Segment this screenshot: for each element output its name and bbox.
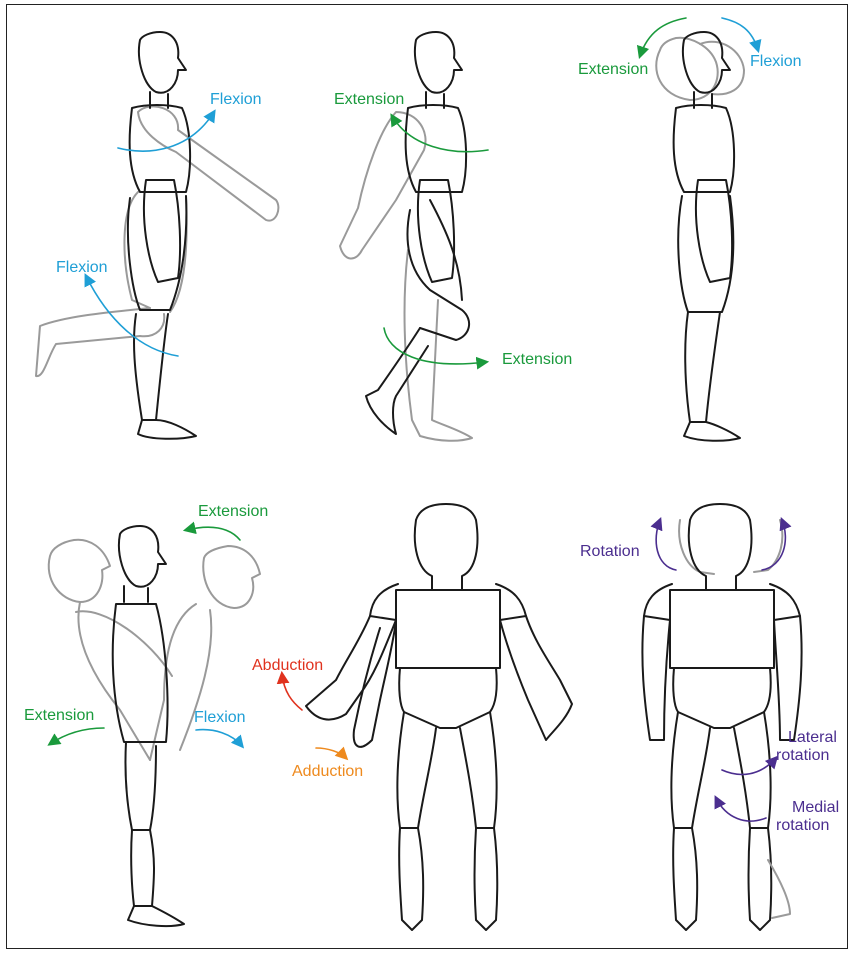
p5-adduction-label: Adduction (292, 763, 363, 780)
p6-lateral-label-line1: Lateral (788, 729, 837, 746)
panel-5-front-arms: Abduction Adduction (252, 504, 572, 930)
p1-ghost-parts (36, 106, 278, 376)
p5-abduction-label: Abduction (252, 657, 323, 674)
p6-medial-label-line2: rotation (776, 817, 829, 834)
p4-trunk-extension-left-arrow (50, 728, 104, 744)
p4-trunk-extension-top-label: Extension (198, 503, 268, 520)
p6-rotation-label: Rotation (580, 543, 640, 560)
p6-lateral-label-line2: rotation (776, 747, 829, 764)
p4-ghost-figures (49, 540, 260, 760)
p5-adduction-arrow (316, 748, 346, 758)
panel-6-rotation: Rotation Lateral rotation Medial rotatio… (580, 504, 839, 930)
p6-lateral-rotation-arrow (722, 758, 776, 774)
p4-trunk-flexion-label: Flexion (194, 709, 246, 726)
p3-ghost-heads (656, 38, 744, 100)
p3-neck-flexion-label: Flexion (750, 53, 802, 70)
p1-hip-flexion-label: Flexion (56, 259, 108, 276)
p5-front-figure (306, 504, 572, 930)
p6-medial-label-line1: Medial (792, 799, 839, 816)
p4-black-figure (113, 526, 184, 926)
p3-neck-extension-label: Extension (578, 61, 648, 78)
p1-black-figure (128, 32, 196, 439)
p6-rotation-left-arrow (656, 520, 676, 570)
p2-shoulder-extension-label: Extension (334, 91, 404, 108)
p5-abduction-arrow (282, 674, 302, 710)
p1-shoulder-flexion-label: Flexion (210, 91, 262, 108)
p6-back-figure (642, 504, 801, 930)
panel-1-side-flexion: Flexion Flexion (36, 32, 278, 439)
p2-hip-extension-label: Extension (502, 351, 572, 368)
panel-2-side-extension: Extension Extension (334, 32, 572, 441)
p4-trunk-flexion-arrow (196, 730, 242, 746)
p6-medial-rotation-arrow (716, 798, 766, 821)
panel-3-neck: Extension Flexion (578, 18, 802, 441)
p4-trunk-extension-left-label: Extension (24, 707, 94, 724)
panel-4-trunk: Extension Extension Flexion (24, 503, 268, 926)
p4-trunk-extension-top-arrow (186, 527, 240, 540)
